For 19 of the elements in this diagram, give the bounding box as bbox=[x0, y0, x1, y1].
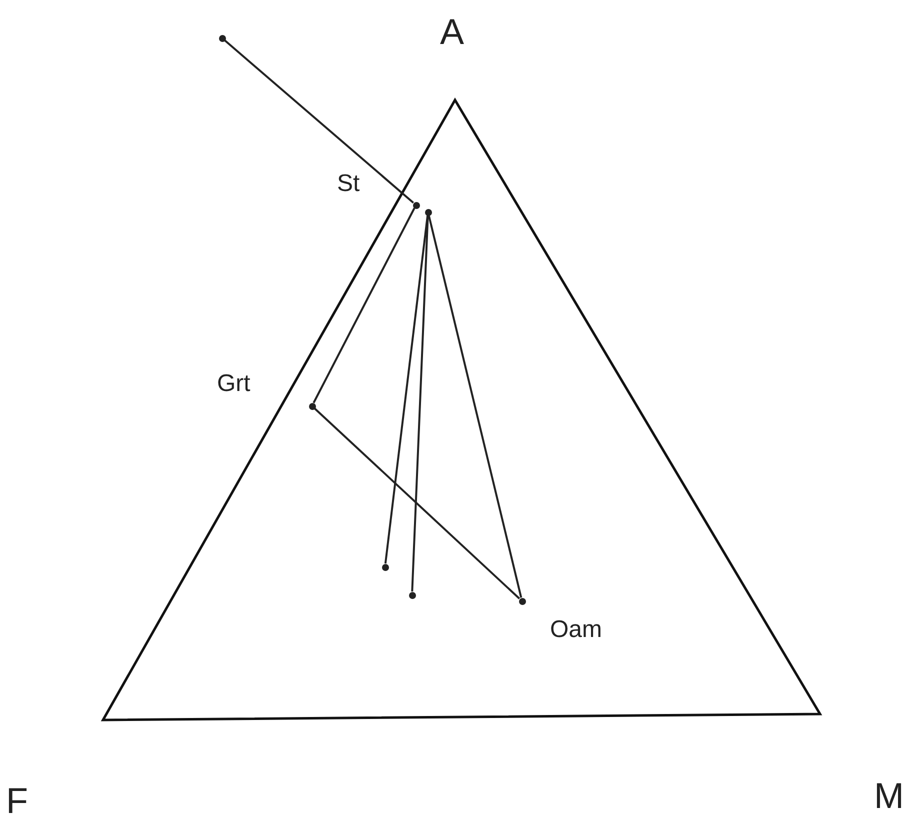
point-label: St bbox=[337, 172, 360, 196]
data-point bbox=[424, 208, 432, 216]
tie-line bbox=[428, 215, 522, 598]
vertex-label: A bbox=[440, 14, 464, 50]
point-label: Oam bbox=[550, 618, 602, 642]
data-point bbox=[218, 34, 226, 42]
vertex-label: M bbox=[874, 778, 904, 814]
data-point bbox=[408, 592, 416, 598]
data-point bbox=[412, 202, 420, 208]
data-point bbox=[308, 402, 316, 410]
point-label: Grt bbox=[217, 372, 250, 396]
data-point bbox=[382, 564, 388, 570]
tie-line bbox=[384, 215, 429, 564]
tie-line bbox=[312, 208, 416, 404]
data-point bbox=[518, 598, 526, 604]
tie-line bbox=[411, 215, 429, 592]
vertex-label: F bbox=[6, 783, 28, 819]
tie-line bbox=[314, 408, 520, 600]
tie-line bbox=[224, 40, 414, 204]
